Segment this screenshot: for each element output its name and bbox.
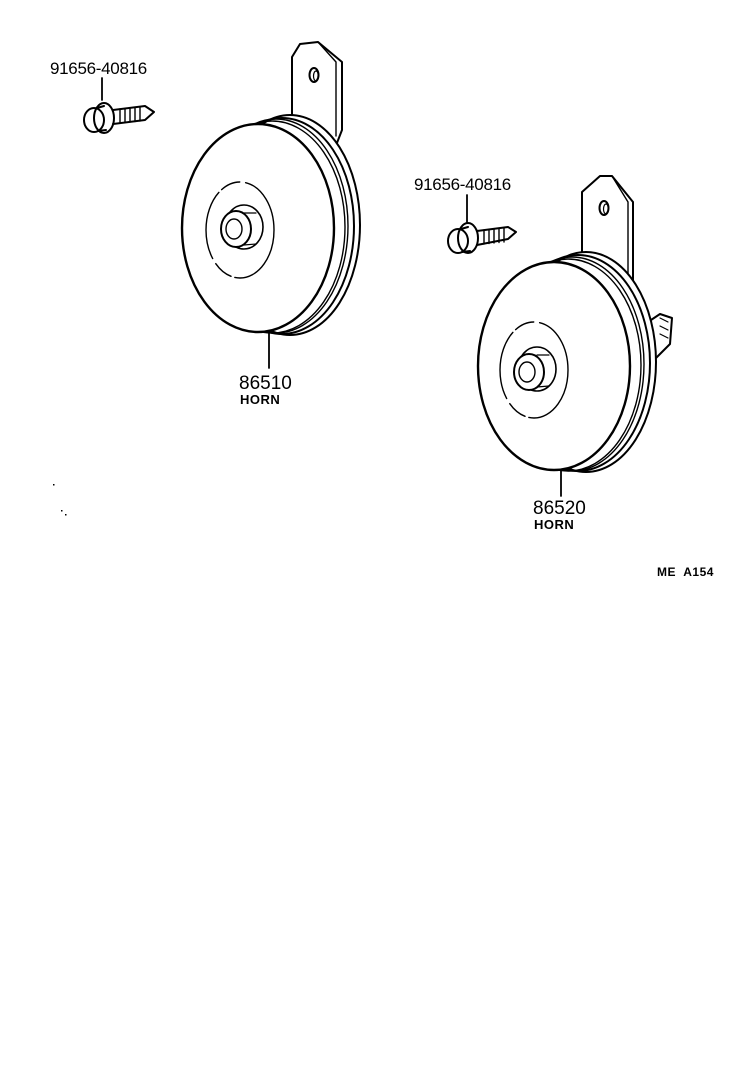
- scan-specks: [53, 484, 67, 516]
- part-name-label: HORN: [240, 392, 281, 407]
- part-number-label: 91656-40816: [414, 175, 511, 194]
- part-name-label: HORN: [534, 517, 575, 532]
- bolt-icon: [447, 194, 517, 254]
- horn-icon: [476, 175, 673, 497]
- horn-icon: [180, 41, 361, 369]
- bolt-icon: [83, 77, 155, 134]
- part-number-label: 86510: [239, 373, 292, 394]
- part-number-label: 86520: [533, 498, 586, 519]
- reference-code: ME A154: [657, 565, 714, 579]
- part-number-label: 91656-40816: [50, 59, 147, 78]
